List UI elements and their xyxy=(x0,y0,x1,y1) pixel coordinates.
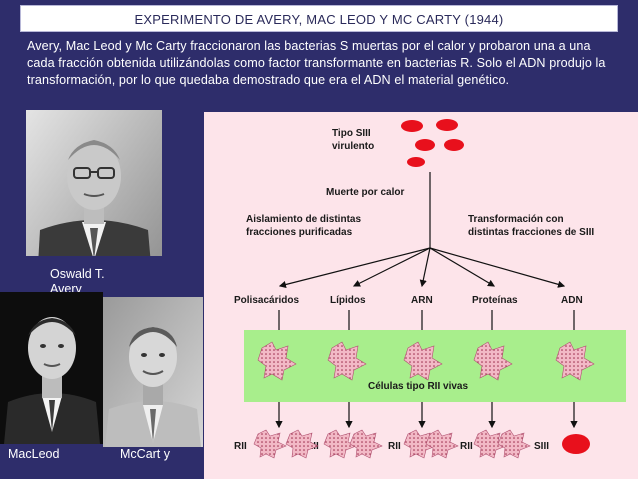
fraction-arn: ARN xyxy=(411,295,433,306)
fraction-adn: ADN xyxy=(561,295,583,306)
mccarty-caption: McCart y xyxy=(120,447,170,461)
result-rii-3: RII xyxy=(388,441,401,452)
celulas-rii-label: Células tipo RII vivas xyxy=(368,381,468,392)
slide-title-bar: EXPERIMENTO DE AVERY, MAC LEOD Y MC CART… xyxy=(20,5,618,32)
branch-arrows xyxy=(278,247,566,289)
aislamiento-line1: Aislamiento de distintas xyxy=(246,214,361,225)
avery-photo xyxy=(26,110,162,300)
result-siii: SIII xyxy=(534,441,549,452)
tipo-siii-label: Tipo SIII xyxy=(332,128,371,139)
siii-result-cell xyxy=(562,434,590,454)
transformacion-line1: Transformación con xyxy=(468,214,564,225)
muerte-label: Muerte por calor xyxy=(326,187,404,198)
rii-cells-in-band xyxy=(257,341,595,381)
experiment-diagram: Tipo SIII virulento Muerte por calor Ais… xyxy=(204,112,638,479)
fraction-proteinas: Proteínas xyxy=(472,295,518,306)
result-rii-1: RII xyxy=(234,441,247,452)
macleod-caption: MacLeod xyxy=(8,447,60,461)
slide-title: EXPERIMENTO DE AVERY, MAC LEOD Y MC CART… xyxy=(134,12,504,27)
fraction-lipidos: Lípidos xyxy=(330,295,366,306)
macleod-photo xyxy=(0,292,103,444)
aislamiento-line2: fracciones purificadas xyxy=(246,227,353,238)
rii-result-cells xyxy=(253,429,531,459)
intro-paragraph: Avery, Mac Leod y Mc Carty fraccionaron … xyxy=(27,39,606,87)
virulento-label: virulento xyxy=(332,141,374,152)
result-rii-4: RII xyxy=(460,441,473,452)
mccarty-photo xyxy=(103,297,203,447)
transformacion-line2: distintas fracciones de SIII xyxy=(468,227,594,238)
fraction-polisacaridos: Polisacáridos xyxy=(234,295,299,306)
diagram-canvas: Tipo SIII virulento Muerte por calor Ais… xyxy=(234,119,626,459)
result-arrows xyxy=(275,402,578,429)
siii-cells-top xyxy=(401,119,464,167)
